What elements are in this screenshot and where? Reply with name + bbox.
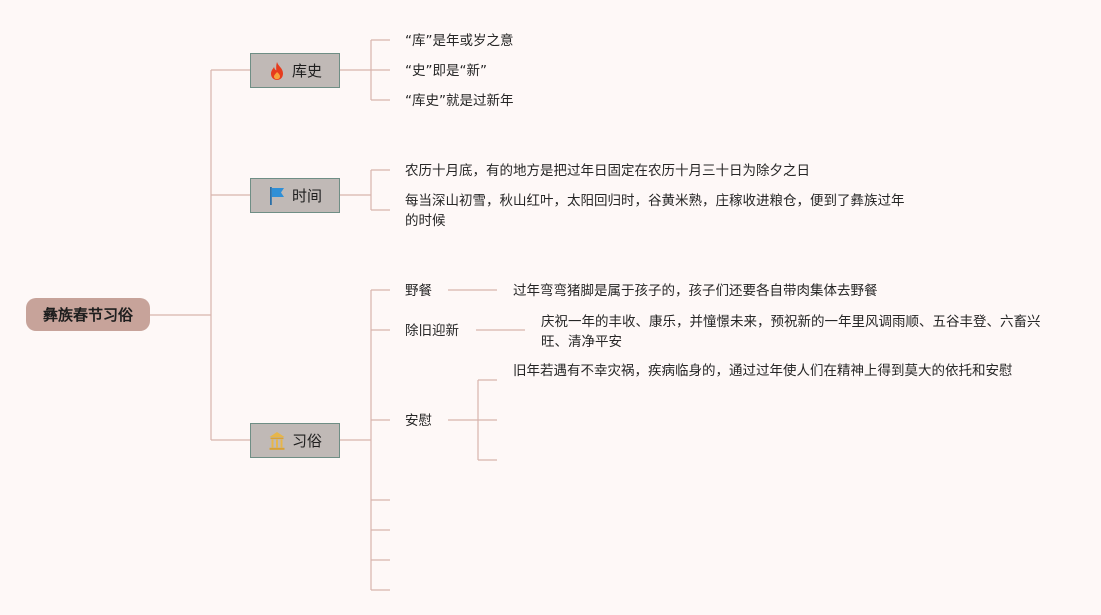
leaf-yecan[interactable]: 野餐 bbox=[405, 283, 432, 299]
branch-label: 库史 bbox=[291, 62, 322, 80]
leaf-yecan-detail[interactable]: 过年弯弯猪脚是属于孩子的，孩子们还要各自带肉集体去野餐 bbox=[513, 283, 878, 299]
branch-label: 习俗 bbox=[291, 432, 322, 450]
leaf-ku-meaning[interactable]: “库”是年或岁之意 bbox=[405, 33, 514, 49]
leaf-chujiu-detail[interactable]: 庆祝一年的丰收、康乐，并憧憬未来，预祝新的一年里风调雨顺、五谷丰登、六畜兴旺、清… bbox=[541, 314, 1041, 350]
branch-label: 时间 bbox=[291, 187, 322, 205]
branch-node-shijian[interactable]: 时间 bbox=[250, 178, 340, 213]
flag-icon bbox=[268, 186, 286, 206]
temple-icon bbox=[268, 431, 286, 451]
root-node[interactable]: 彝族春节习俗 bbox=[26, 298, 150, 331]
leaf-anwei[interactable]: 安慰 bbox=[405, 413, 432, 429]
leaf-time-lunar[interactable]: 农历十月底，有的地方是把过年日固定在农历十月三十日为除夕之日 bbox=[405, 163, 810, 179]
fire-icon bbox=[268, 61, 286, 81]
leaf-kushi-meaning[interactable]: “库史”就是过新年 bbox=[405, 93, 514, 109]
leaf-time-season[interactable]: 每当深山初雪，秋山红叶，太阳回归时，谷黄米熟，庄稼收进粮仓，便到了彝族过年的时候 bbox=[405, 193, 905, 229]
root-label: 彝族春节习俗 bbox=[42, 306, 133, 324]
branch-node-xisu[interactable]: 习俗 bbox=[250, 423, 340, 458]
leaf-shi-meaning[interactable]: “史”即是“新” bbox=[405, 63, 487, 79]
leaf-chujiuyingxin[interactable]: 除旧迎新 bbox=[405, 323, 459, 339]
branch-node-kushi[interactable]: 库史 bbox=[250, 53, 340, 88]
leaf-anwei-detail[interactable]: 旧年若遇有不幸灾祸，疾病临身的，通过过年使人们在精神上得到莫大的依托和安慰 bbox=[513, 363, 1013, 379]
